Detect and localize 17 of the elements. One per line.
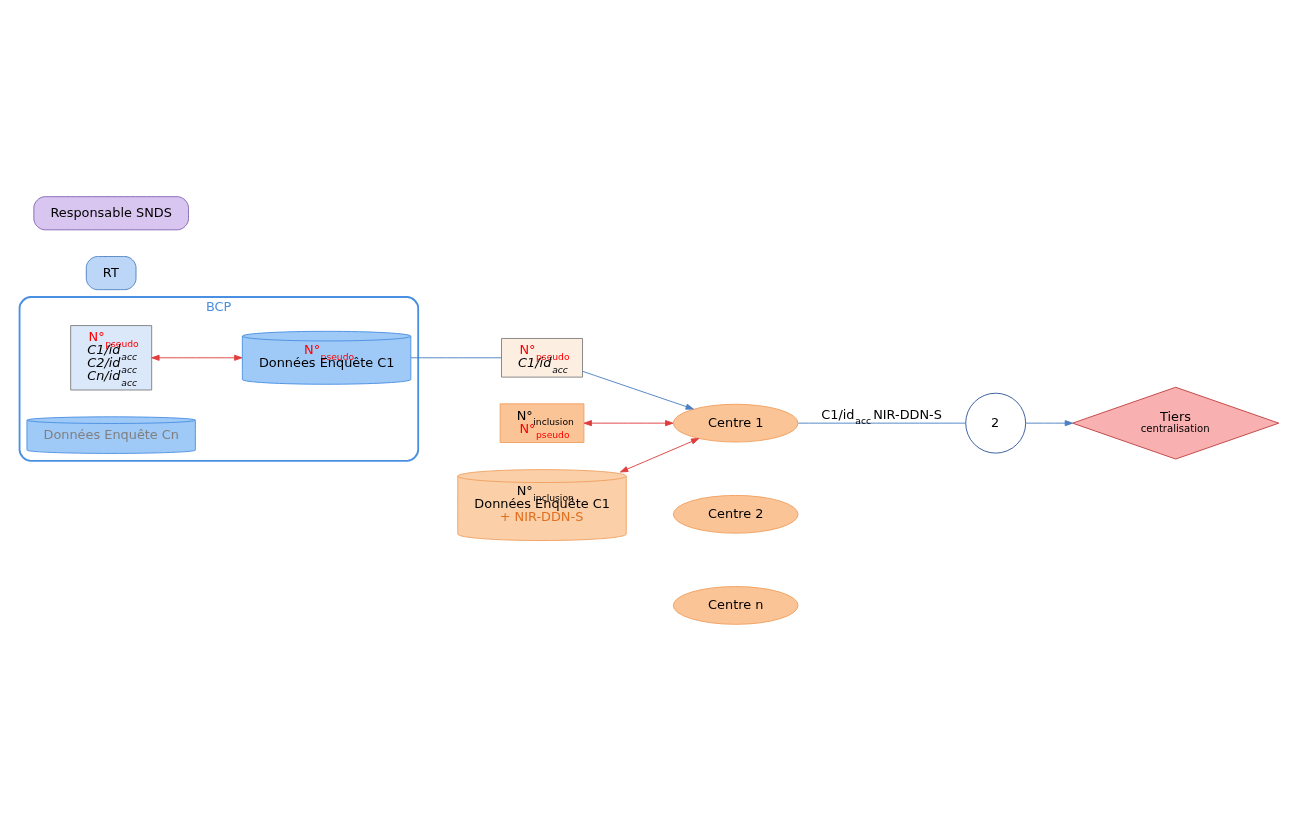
node-box: N°$_{inclusion}$ N°$_{pseudo}$	[499, 402, 585, 443]
node-ellipse: Centre n	[672, 585, 799, 625]
node-box: N°$_{pseudo}$ C1/id$_{acc}$ C2/id$_{acc}$ Cn/id$_{acc}$	[70, 324, 153, 390]
node-ellipse: Centre 2	[672, 494, 799, 534]
arrow	[582, 370, 694, 410]
node-box: Responsable SNDS	[33, 195, 189, 230]
arrow	[151, 354, 243, 361]
node-box: N°$_{pseudo}$ C1/id$_{acc}$	[501, 337, 583, 378]
node-box: RT	[85, 255, 137, 290]
connector	[410, 356, 502, 358]
arrow	[583, 419, 674, 426]
connector	[798, 422, 967, 424]
node-circle: 2	[965, 392, 1027, 454]
edge-label: C1/id$_{acc}$ NIR-DDN-S	[821, 406, 942, 426]
node-diamond: Tiers centralisation	[1072, 386, 1280, 459]
arrow	[619, 437, 700, 472]
arrow	[1025, 419, 1073, 426]
